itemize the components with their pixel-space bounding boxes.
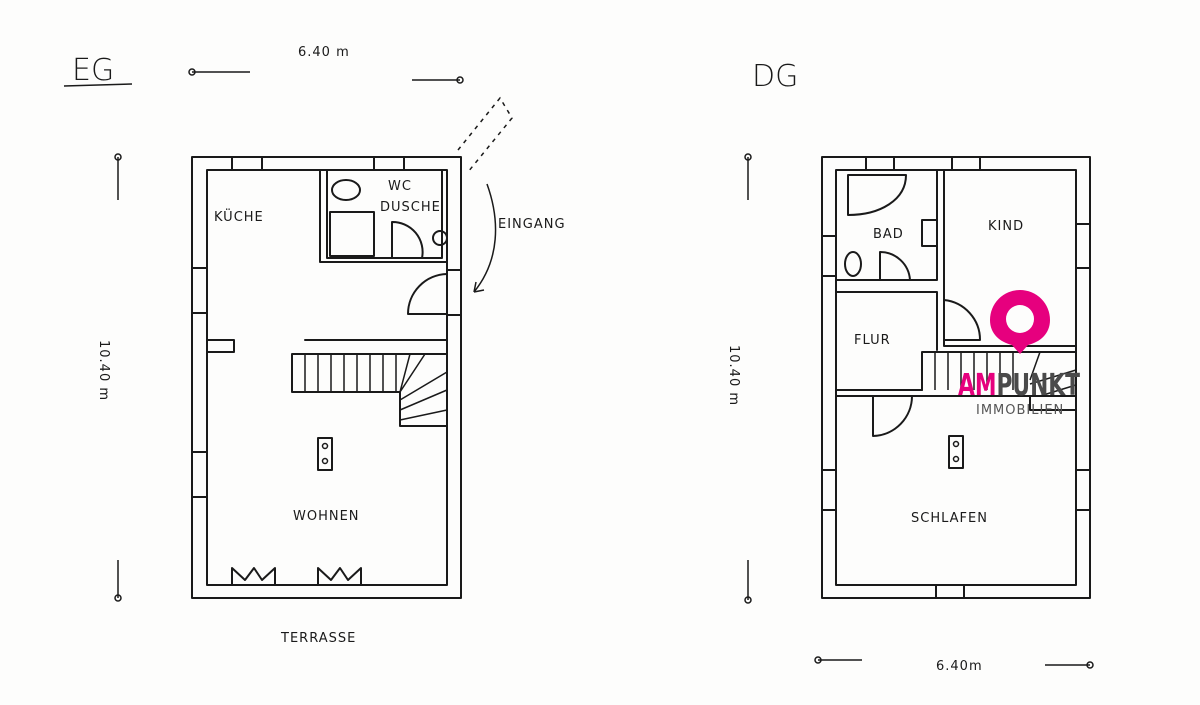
dg-width-label: 6.40m bbox=[936, 659, 983, 674]
dg-depth-label: 10.40 m bbox=[726, 345, 741, 406]
terrace-label: TERRASSE bbox=[280, 631, 356, 646]
room-kind: KIND bbox=[988, 219, 1024, 234]
room-wc: WC bbox=[388, 179, 412, 194]
room-kuche: KÜCHE bbox=[214, 208, 264, 225]
logo-am: AM bbox=[958, 368, 996, 403]
room-dusche: DUSCHE bbox=[380, 200, 441, 215]
eg-title: EG bbox=[72, 53, 114, 88]
logo-punkt: PUNKT bbox=[996, 368, 1080, 403]
location-pin-icon bbox=[990, 290, 1050, 354]
dg-stair-treads bbox=[934, 351, 1077, 397]
room-bad: BAD bbox=[873, 227, 904, 242]
dg-title: DG bbox=[752, 59, 798, 94]
room-flur: FLUR bbox=[854, 333, 891, 348]
svg-text:AMPUNKT: AMPUNKT bbox=[958, 368, 1080, 403]
ampunkt-logo: AMPUNKT IMMOBILIEN bbox=[958, 290, 1080, 418]
eg-width-label: 6.40 m bbox=[298, 45, 350, 60]
eg-stair-treads bbox=[304, 353, 448, 421]
entrance-label: EINGANG bbox=[498, 217, 566, 232]
room-schlafen: SCHLAFEN bbox=[911, 511, 988, 526]
upper-floor-plan: DG 10.40 m 6.40m BAD KIND FLUR SCH bbox=[726, 59, 1094, 674]
eg-depth-label: 10.40 m bbox=[96, 340, 111, 401]
logo-subtitle: IMMOBILIEN bbox=[976, 403, 1064, 418]
ground-floor-plan: EG 6.40 m 10.40 m bbox=[63, 45, 566, 646]
room-wohnen: WOHNEN bbox=[293, 509, 360, 524]
